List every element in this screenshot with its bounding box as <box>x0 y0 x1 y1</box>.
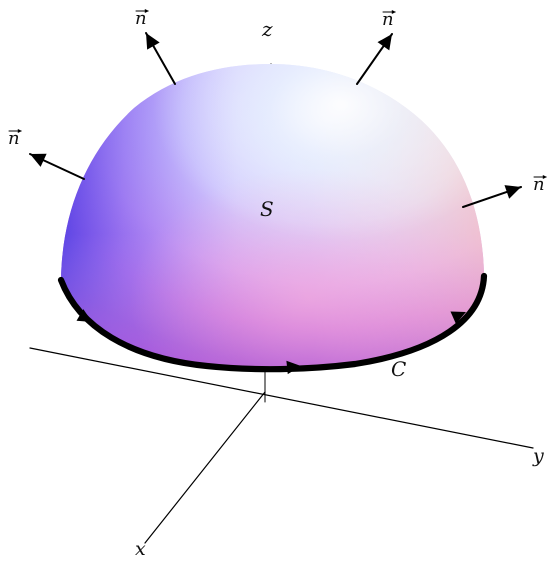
normal-label-3-letter: n <box>8 128 20 149</box>
x-axis-line <box>144 391 266 544</box>
hemisphere-shading <box>61 64 484 370</box>
y-axis-label: y <box>532 445 544 467</box>
normal-label-1-vector-head <box>144 8 149 14</box>
y-axis-line <box>29 347 534 449</box>
hemisphere-surface <box>61 64 484 370</box>
curve-arrow-front <box>286 360 301 375</box>
normal-label-3-vector-head <box>17 128 22 134</box>
normal-vector-4-head <box>504 185 521 199</box>
diagram-labels: n n n n zS Cy x <box>8 8 547 560</box>
normal-label-2-letter: n <box>382 9 394 30</box>
normal-label-1: n <box>135 8 149 29</box>
boundary-curve-line <box>57 272 488 373</box>
normal-label-4-letter: n <box>533 174 545 195</box>
surface-label: S <box>260 197 274 221</box>
x-axis-label: x <box>135 538 146 560</box>
curve-arrow-left <box>76 309 92 322</box>
normal-label-4-vector-head <box>542 174 547 180</box>
curve-arrow-right <box>450 311 466 324</box>
normal-label-3: n <box>8 128 22 149</box>
boundary-curve <box>57 272 488 375</box>
normal-vectors <box>29 32 522 208</box>
normal-vector-3-head <box>30 153 47 167</box>
normal-label-1-letter: n <box>135 8 147 29</box>
normal-label-4: n <box>533 174 547 195</box>
z-axis-label: z <box>261 17 273 41</box>
curve-label: C <box>391 357 406 381</box>
normal-label-2: n <box>382 9 396 30</box>
normal-vector-1-head <box>146 33 160 50</box>
normal-label-2-vector-head <box>391 9 396 15</box>
normal-vector-2-head <box>377 34 392 51</box>
pink-glow-layer <box>61 64 484 370</box>
